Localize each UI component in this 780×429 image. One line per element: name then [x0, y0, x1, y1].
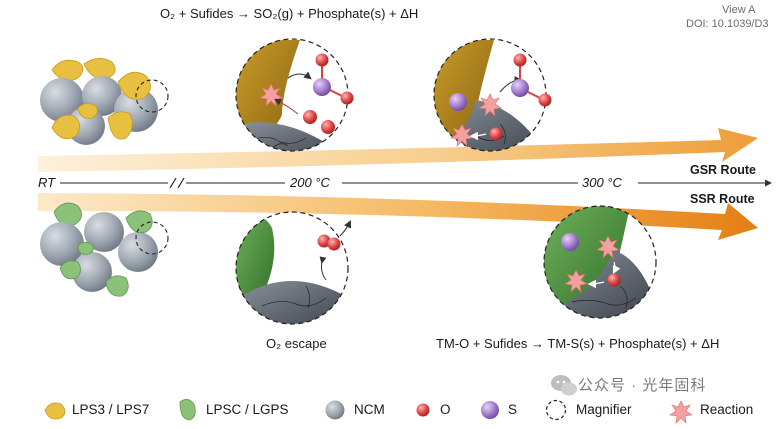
timeline-end-label: 300 °C [582, 175, 622, 190]
oxygen-atom [607, 273, 621, 287]
oxygen-atom [489, 127, 503, 141]
yellow-blob-icon [44, 402, 66, 420]
gsr-route-arrow [38, 128, 758, 172]
magnifier-ssr-200c [235, 211, 351, 325]
oxygen-atom [317, 234, 331, 248]
axis-break-icon [169, 177, 185, 189]
starburst-icon [450, 123, 474, 147]
oxygen-atom [513, 53, 527, 67]
oxygen-atom [340, 91, 354, 105]
starburst-icon [259, 83, 283, 107]
legend-icons [44, 399, 693, 424]
green-blob-icon [179, 399, 196, 421]
starburst-icon [564, 269, 588, 293]
dashed-circle-icon [545, 399, 567, 421]
corner-doi: DOI: 10.1039/D3 [686, 18, 769, 30]
starburst-icon [596, 235, 620, 259]
magnifier-indicator [135, 79, 169, 113]
gray-sphere-icon [325, 400, 345, 420]
oxygen-atom [321, 120, 335, 134]
magnifier-ssr-300c [543, 205, 657, 319]
sulfur-atom [511, 79, 529, 97]
magnifier-gsr-300c [433, 38, 552, 152]
legend-label-lpsc: LPSC / LGPS [206, 402, 289, 417]
legend-label-magnifier: Magnifier [576, 402, 632, 417]
oxygen-atom [327, 237, 341, 251]
top-equation: O₂ + Sufides → SO₂(g) + Phosphate(s) + Δ… [160, 6, 419, 21]
magnifier-gsr-200c [235, 38, 354, 152]
legend-label-o: O [440, 402, 451, 417]
starburst-icon [478, 93, 502, 117]
sulfur-atom [561, 233, 579, 251]
legend-label-s: S [508, 402, 518, 417]
sulfur-atom [313, 78, 331, 96]
oxygen-atom [303, 110, 317, 124]
legend-label-ncm: NCM [354, 402, 385, 417]
legend-label-lps: LPS3 / LPS7 [72, 402, 150, 417]
corner-view-link[interactable]: View A [722, 4, 756, 16]
wechat-icon [551, 375, 577, 396]
legend-label-reaction: Reaction [700, 402, 754, 417]
red-sphere-icon [416, 403, 430, 417]
ssr-route-arrow [38, 193, 758, 240]
sulfur-atom [449, 93, 467, 111]
magnifier-indicator-lower [135, 221, 169, 255]
oxygen-atom [538, 93, 552, 107]
lps-ncm-cluster [40, 58, 169, 145]
o2-escape-caption: O₂ escape [266, 336, 327, 351]
timeline-mid-label: 200 °C [290, 175, 330, 190]
timeline-start-label: RT [38, 175, 56, 190]
watermark-text: 公众号 · 光年固科 [578, 377, 707, 394]
gsr-route-label: GSR Route [690, 163, 756, 177]
purple-sphere-icon [481, 401, 499, 419]
starburst-icon [669, 400, 693, 424]
bottom-equation: TM-O + Sufides → TM-S(s) + Phosphate(s) … [436, 336, 720, 351]
lpsc-ncm-cluster [40, 202, 169, 297]
ssr-route-label: SSR Route [690, 192, 755, 206]
oxygen-atom [315, 53, 329, 67]
